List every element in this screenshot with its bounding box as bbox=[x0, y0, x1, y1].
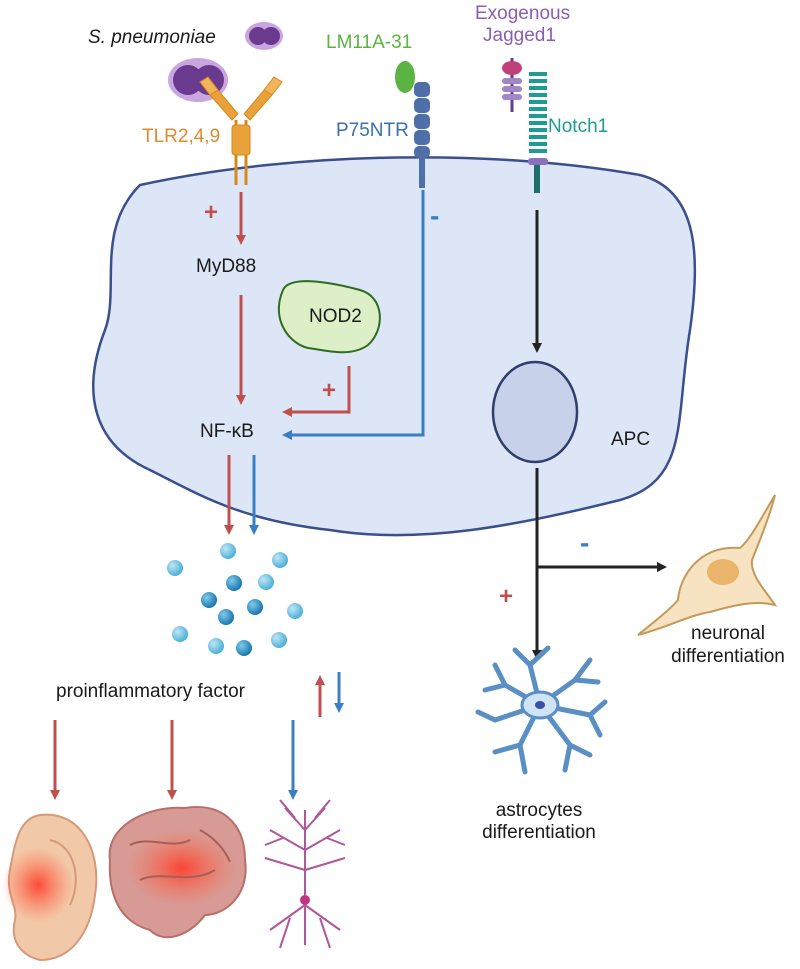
lm11a-ligand-icon bbox=[395, 61, 415, 93]
tlr-receptor-icon bbox=[199, 76, 283, 185]
nucleus bbox=[491, 360, 579, 464]
p75ntr-label: P75NTR bbox=[336, 120, 409, 141]
notch1-receptor-icon bbox=[528, 72, 548, 193]
astrocyte-icon bbox=[475, 645, 608, 775]
proinflammatory-label: proinflammatory factor bbox=[56, 681, 246, 702]
apc-label: APC bbox=[611, 429, 651, 450]
neuronal-label-line2: differentiation bbox=[671, 646, 785, 667]
jagged1-label-line1: Exogenous bbox=[475, 3, 571, 24]
cell-membrane bbox=[92, 156, 697, 537]
neuron-icon bbox=[264, 799, 346, 949]
proinflammatory-spheres bbox=[167, 543, 303, 656]
tlr-label: TLR2,4,9 bbox=[142, 126, 221, 147]
p75ntr-receptor-icon bbox=[414, 82, 430, 188]
ear-icon bbox=[2, 813, 98, 962]
minus-sign-neuronal: - bbox=[580, 527, 590, 558]
astrocytes-label-line1: astrocytes bbox=[495, 800, 583, 821]
pathogen-label: S. pneumoniae bbox=[88, 27, 216, 48]
nfkb-label: NF-κB bbox=[200, 421, 254, 442]
astrocytes-label-line2: differentiation bbox=[482, 822, 596, 843]
lm11a-label: LM11A-31 bbox=[326, 32, 413, 53]
plus-sign-astrocyte: + bbox=[499, 583, 514, 610]
notch1-label: Notch1 bbox=[548, 116, 609, 137]
plus-sign-nod2: + bbox=[322, 377, 337, 404]
plus-sign-tlr: + bbox=[204, 199, 219, 226]
arrow-nod2-to-nfkb bbox=[282, 366, 351, 417]
minus-sign-p75ntr: - bbox=[430, 200, 440, 231]
brain-icon bbox=[108, 806, 247, 939]
jagged1-label-line2: Jagged1 bbox=[483, 25, 556, 46]
nod2-shape bbox=[277, 280, 381, 354]
arrow-p75ntr-to-nfkb bbox=[282, 190, 425, 440]
nod2-label: NOD2 bbox=[309, 306, 362, 327]
neuronal-cell-icon bbox=[637, 494, 778, 636]
jagged1-ligand-icon bbox=[502, 58, 522, 112]
neuronal-label-line1: neuronal bbox=[691, 623, 765, 644]
myd88-label: MyD88 bbox=[196, 256, 257, 277]
